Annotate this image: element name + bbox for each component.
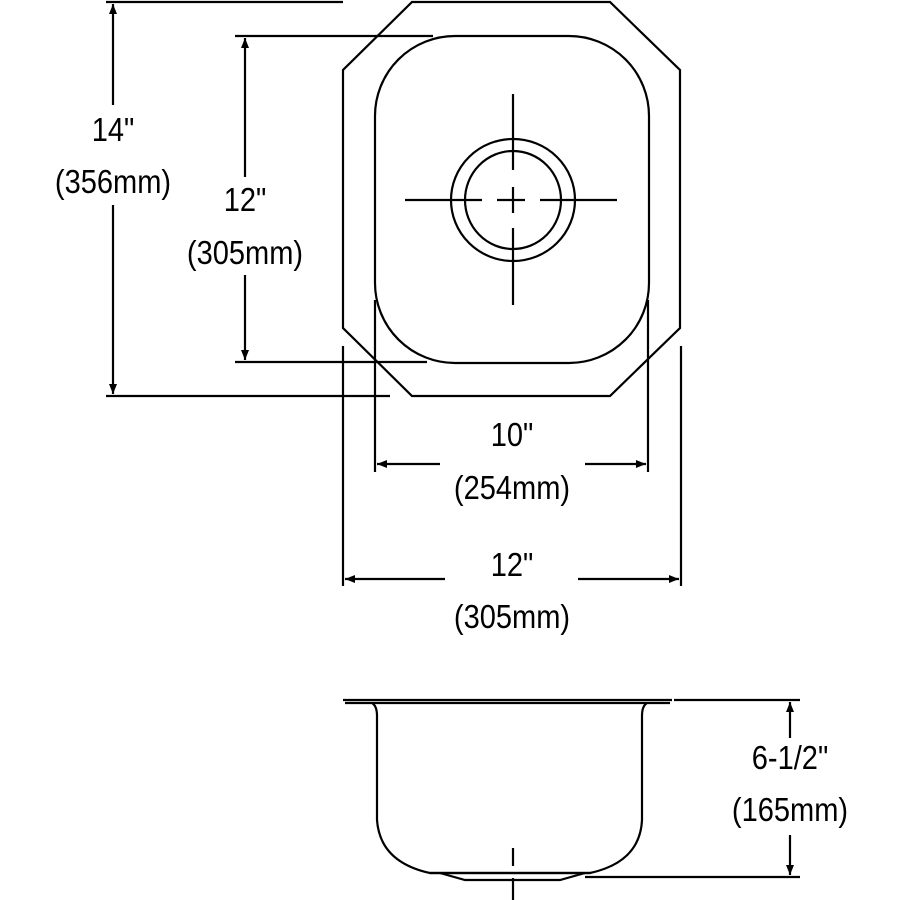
sink-bowl-outline — [373, 34, 651, 365]
bowl-length-mm: (305mm) — [186, 234, 304, 271]
overall-width-inches: 12" — [490, 546, 534, 583]
overall-width-mm: (305mm) — [453, 598, 571, 635]
bowl-width-inches: 10" — [490, 416, 534, 453]
sink-side-profile — [343, 698, 672, 875]
bowl-depth-mm: (165mm) — [731, 791, 849, 828]
bowl-width-mm: (254mm) — [453, 469, 571, 506]
bowl-depth-inches: 6-1/2" — [751, 739, 829, 776]
overall-length-inches: 14" — [91, 111, 135, 148]
sink-flange-outline — [341, 0, 682, 398]
overall-length-mm: (356mm) — [54, 163, 172, 200]
bowl-length-inches: 12" — [223, 181, 267, 218]
